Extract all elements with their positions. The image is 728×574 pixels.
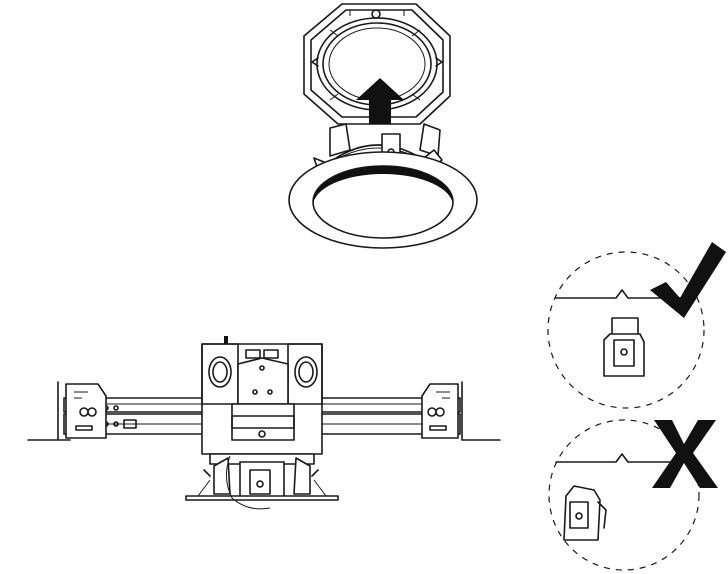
checkmark-icon — [650, 242, 726, 318]
bar-clamp — [231, 403, 295, 441]
ceiling-line-left — [27, 381, 71, 441]
x-mark-icon — [652, 420, 718, 488]
spring-clip-tilted — [563, 485, 607, 541]
arrow-up-icon — [356, 78, 404, 124]
trim-ring-install — [288, 3, 478, 249]
octagonal-plate — [303, 3, 451, 125]
spring-clip-upright — [603, 317, 645, 377]
bar-bracket-left — [65, 383, 107, 439]
clip-incorrect — [548, 419, 718, 571]
ceiling-line-right — [461, 381, 501, 441]
lower-housing — [185, 453, 339, 510]
trim-ring — [288, 123, 478, 249]
clip-correct — [547, 242, 726, 409]
housing-assembly — [27, 336, 501, 510]
bar-bracket-right — [421, 383, 459, 439]
